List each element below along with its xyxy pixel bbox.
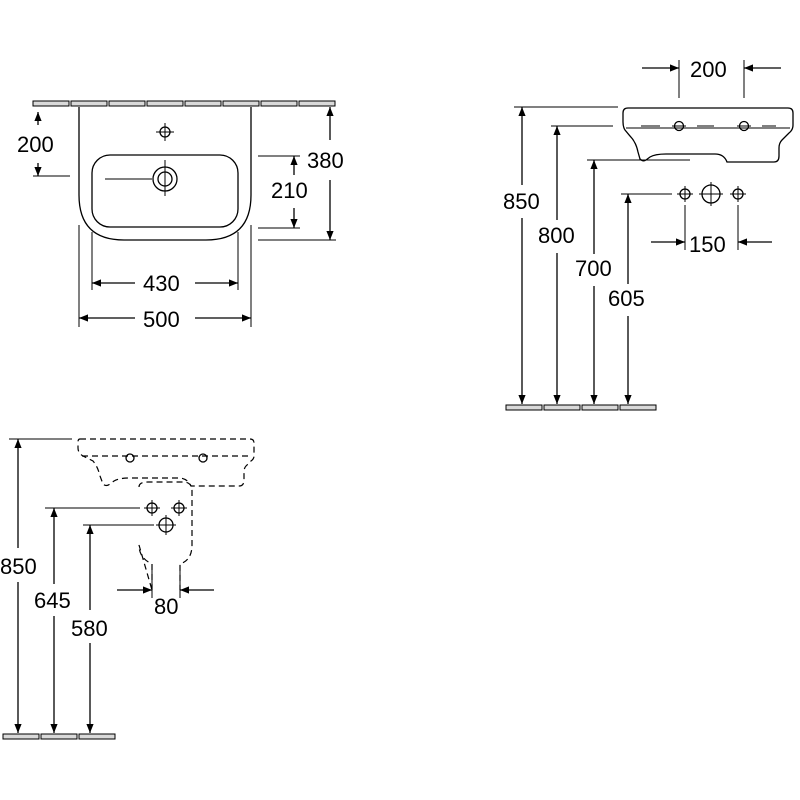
dim-bowl-depth: 210 (271, 178, 308, 203)
dim-total-depth: 380 (307, 148, 344, 173)
dim-supply-height: 645 (34, 588, 71, 613)
siphon-dashed-outline (138, 481, 193, 591)
supply-connections-icon (144, 500, 187, 535)
dim-supply-spacing: 150 (689, 232, 726, 257)
floor-tiles (2, 733, 116, 740)
tap-hole-right-icon (198, 453, 208, 463)
dim-inner-width: 430 (143, 271, 180, 296)
dim-overflow-height: 800 (538, 223, 575, 248)
plan-view: 200 210 380 430 500 (17, 100, 344, 332)
dim-supply-height: 605 (608, 286, 645, 311)
dim-rim-height: 850 (503, 189, 540, 214)
supply-connections-icon (677, 182, 746, 206)
dim-siphon-width: 80 (154, 594, 178, 619)
tap-hole-left-icon (125, 453, 135, 463)
tap-hole-left-icon (672, 120, 686, 132)
dim-tap-spacing: 200 (690, 57, 727, 82)
dim-outer-width: 500 (143, 307, 180, 332)
dim-overflow-depth: 200 (17, 132, 54, 157)
siphon-view: 850 645 580 80 (0, 438, 255, 740)
basin-bowl (91, 154, 239, 228)
dim-underside-height: 700 (575, 256, 612, 281)
dim-waste-height: 580 (71, 616, 108, 641)
tap-hole-right-icon (737, 120, 751, 132)
basin-front-profile (622, 107, 794, 163)
wall-tiles (32, 100, 336, 107)
basin-dashed-outline (77, 438, 255, 487)
basin-outline (78, 107, 252, 241)
tap-hole-icon (156, 123, 174, 141)
side-view: 200 150 850 800 (503, 57, 794, 411)
dim-rim-height: 850 (0, 554, 37, 579)
drain-icon (105, 160, 178, 196)
floor-tiles (505, 404, 657, 411)
